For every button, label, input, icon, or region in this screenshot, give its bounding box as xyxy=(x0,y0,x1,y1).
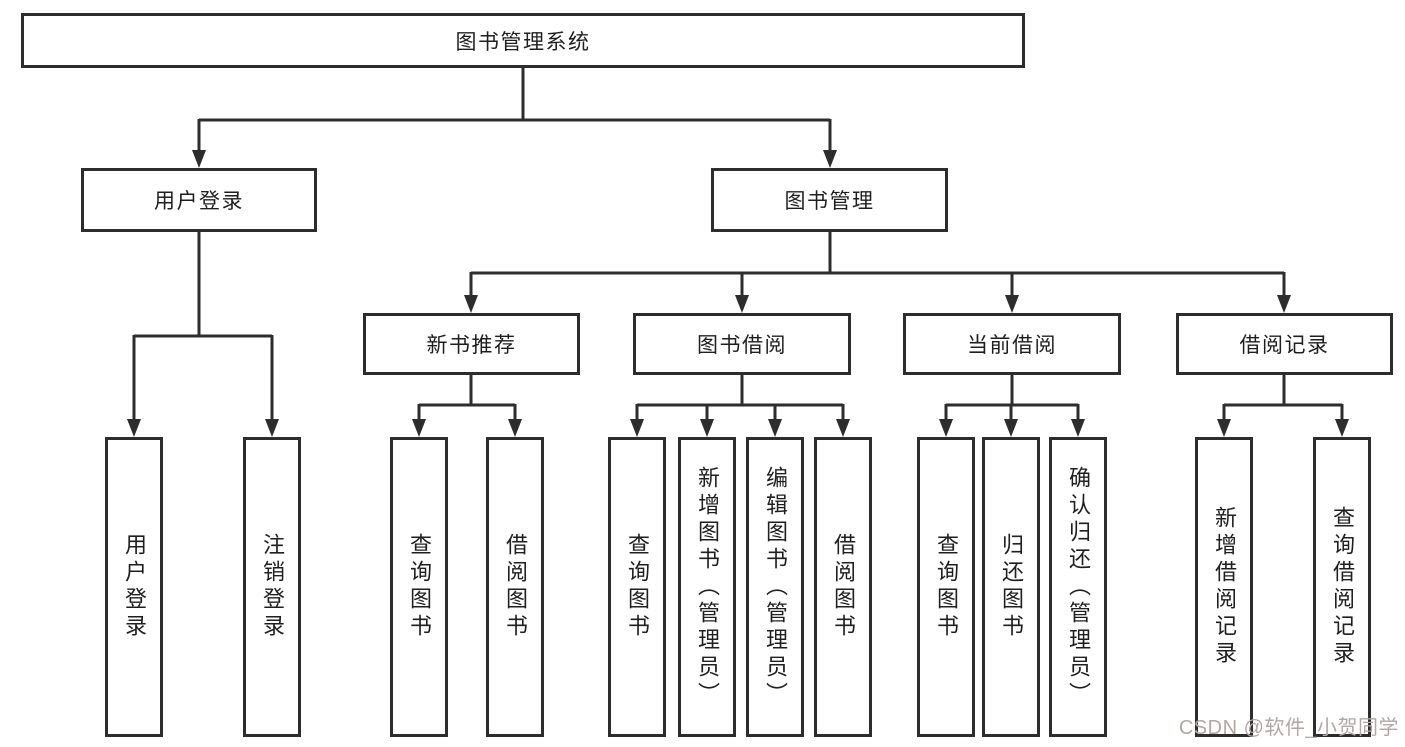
leaf-current-return-book-label: 归还图书 xyxy=(999,533,1024,641)
csdn-watermark: CSDN @软件_小贺同学 xyxy=(1178,717,1399,739)
node-root: 图书管理系统 xyxy=(21,13,1025,68)
leaf-borrow-add-book: 新增图书（管理员） xyxy=(678,437,736,737)
leaf-borrow-edit-book-label: 编辑图书（管理员） xyxy=(763,465,788,709)
connector-user-login-to-leaves xyxy=(127,232,279,437)
leaf-borrow-edit-book: 编辑图书（管理员） xyxy=(746,437,804,737)
leaf-user-login-label: 用户登录 xyxy=(122,533,147,641)
leaf-records-add-record: 新增借阅记录 xyxy=(1195,437,1253,737)
leaf-records-query-record-label: 查询借阅记录 xyxy=(1330,506,1355,668)
leaf-recommend-borrow-book-label: 借阅图书 xyxy=(503,533,528,641)
leaf-borrow-borrow-book-label: 借阅图书 xyxy=(831,533,856,641)
connector-recommend-to-leaves xyxy=(412,375,522,437)
leaf-recommend-query-book: 查询图书 xyxy=(390,437,448,737)
leaf-records-query-record: 查询借阅记录 xyxy=(1313,437,1371,737)
leaf-logout: 注销登录 xyxy=(243,437,301,737)
connector-borrow-to-leaves xyxy=(630,375,850,437)
node-book-management: 图书管理 xyxy=(711,168,948,232)
leaf-recommend-borrow-book: 借阅图书 xyxy=(486,437,544,737)
connector-book-mgmt-to-level3 xyxy=(464,232,1291,313)
leaf-current-query-book-label: 查询图书 xyxy=(934,533,959,641)
connector-records-to-leaves xyxy=(1217,375,1349,437)
node-current-borrow: 当前借阅 xyxy=(903,313,1121,375)
leaf-records-add-record-label: 新增借阅记录 xyxy=(1212,506,1237,668)
leaf-current-confirm-return-label: 确认归还（管理员） xyxy=(1066,465,1091,709)
leaf-current-confirm-return: 确认归还（管理员） xyxy=(1049,437,1107,737)
node-user-login: 用户登录 xyxy=(81,168,317,232)
node-new-book-recommend: 新书推荐 xyxy=(363,313,580,375)
leaf-current-query-book: 查询图书 xyxy=(917,437,975,737)
leaf-logout-label: 注销登录 xyxy=(260,533,285,641)
leaf-borrow-query-book-label: 查询图书 xyxy=(625,533,650,641)
leaf-borrow-query-book: 查询图书 xyxy=(608,437,666,737)
leaf-current-return-book: 归还图书 xyxy=(982,437,1040,737)
connector-current-to-leaves xyxy=(939,375,1085,437)
leaf-borrow-borrow-book: 借阅图书 xyxy=(814,437,872,737)
leaf-user-login: 用户登录 xyxy=(105,437,163,737)
leaf-recommend-query-book-label: 查询图书 xyxy=(407,533,432,641)
node-borrow-records: 借阅记录 xyxy=(1176,313,1393,375)
leaf-borrow-add-book-label: 新增图书（管理员） xyxy=(695,465,720,709)
connector-root-to-level2 xyxy=(192,68,837,168)
node-book-borrow: 图书借阅 xyxy=(633,313,851,375)
